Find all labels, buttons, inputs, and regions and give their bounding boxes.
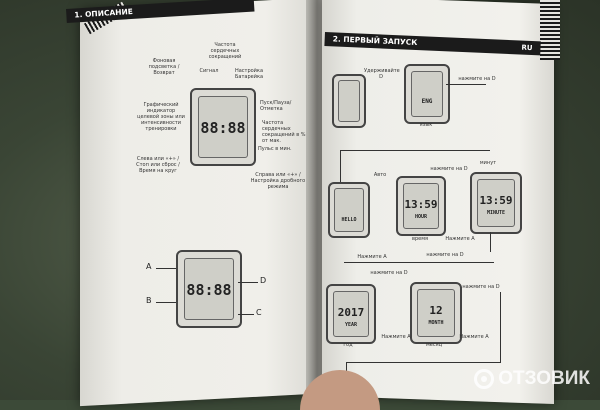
screen-subtext: HOUR — [414, 214, 428, 220]
screen-digits: 12 — [429, 304, 443, 317]
label-press-d-4: нажмите на D — [370, 270, 408, 276]
label-signal: Сигнал — [199, 68, 219, 74]
watch-screen: 13:59 HOUR — [403, 183, 439, 229]
label-press-d-5: нажмите на D — [462, 284, 500, 290]
watch-diagram-buttons: 88:88 — [176, 250, 242, 328]
flow-line — [344, 262, 494, 263]
label-press-a-2: Нажмите A — [357, 254, 387, 260]
label-left-button: Слева или «+» / Стоп или сброс / Время н… — [136, 156, 180, 174]
screen-month: 12 MONTH — [410, 282, 462, 344]
flow-line — [340, 150, 490, 151]
screen-subtext: MONTH — [428, 320, 444, 326]
page-edge-stripes-right — [540, 0, 560, 60]
flow-line — [446, 84, 486, 85]
language-tag: RU — [521, 43, 533, 53]
watch-screen: 12 MONTH — [417, 289, 455, 337]
label-language: язык — [419, 122, 433, 128]
screen-hello: HELLO — [328, 182, 370, 238]
left-header-text: 1. ОПИСАНИЕ — [74, 6, 134, 20]
arrow-d — [238, 282, 258, 283]
screen-digits: 2017 — [337, 306, 365, 319]
screen-text: HELLO — [341, 217, 357, 223]
arrow-a — [156, 268, 176, 269]
screen-year: 2017 YEAR — [326, 284, 376, 344]
label-hold-d: Удерживайте D — [364, 68, 400, 80]
flow-line — [340, 150, 341, 182]
right-header-text: 2. ПЕРВЫЙ ЗАПУСК — [332, 34, 418, 48]
arrow-c — [238, 314, 254, 315]
button-c-label: C — [256, 308, 262, 317]
screen-subtext: MINUTE — [486, 210, 506, 216]
arrow-b — [156, 302, 176, 303]
label-press-d-3: нажмите на D — [426, 252, 464, 258]
label-hr-percent: Частота сердечных сокращений в % от мак. — [262, 120, 306, 144]
screen-digits: 13:59 — [479, 194, 513, 207]
watch-screen: 13:59 MINUTE — [477, 179, 515, 227]
label-year: год — [343, 342, 353, 348]
left-page — [80, 0, 312, 407]
label-time: время — [412, 236, 428, 242]
label-battery: Настройка Батарейка — [234, 68, 264, 80]
watermark-text: ОТЗОВИК — [498, 368, 590, 389]
watch-digits: 88:88 — [186, 281, 232, 299]
label-press-a-1: Нажмите A — [445, 236, 475, 242]
flow-line — [346, 362, 501, 363]
flow-line — [490, 232, 491, 252]
watermark: ОТЗОВИК — [474, 368, 590, 390]
otzovik-logo-icon — [474, 369, 495, 389]
screen-subtext: YEAR — [344, 322, 358, 328]
button-d-label: D — [260, 276, 267, 285]
watch-screen — [338, 80, 360, 122]
label-month: месяц — [425, 342, 442, 348]
label-press-a-3: Нажмите A — [381, 334, 411, 340]
flow-line — [500, 292, 501, 362]
screen-language: ENG — [404, 64, 450, 124]
screen-minute: 13:59 MINUTE — [470, 172, 522, 234]
label-auto: Авто — [373, 172, 387, 178]
button-b-label: B — [146, 296, 152, 305]
label-right-button: Справа или «+» / Настройка дробного режи… — [250, 172, 306, 190]
watch-screen: HELLO — [334, 188, 364, 232]
label-minute: минут — [479, 160, 497, 166]
screen-digits: 13:59 — [404, 198, 438, 211]
label-pause: Пуск/Пауза/Отметка — [260, 100, 292, 112]
open-manual — [70, 0, 570, 407]
screen-hour: 13:59 HOUR — [396, 176, 446, 236]
label-press-a-4: Нажмите A — [459, 334, 489, 340]
button-a-label: A — [146, 262, 152, 271]
screen-hold — [332, 74, 366, 128]
watch-digits: 88:88 — [200, 119, 246, 137]
watch-screen: 88:88 — [198, 96, 248, 158]
label-pulse: Пульс в мин. — [258, 146, 292, 152]
watch-screen: ENG — [411, 71, 443, 117]
watch-screen: 88:88 — [184, 258, 234, 320]
watch-diagram-top: 88:88 — [190, 88, 256, 166]
label-backlight: Фоновая подсветка / Возврат — [148, 58, 180, 76]
label-press-d-2: нажмите на D — [430, 166, 468, 172]
label-graph: Графический индикатор целевой зоны или и… — [137, 102, 185, 132]
label-press-d-1: нажмите на D — [458, 76, 496, 82]
label-heart-rate: Частота сердечных сокращений — [208, 42, 242, 60]
watch-screen: 2017 YEAR — [333, 291, 369, 337]
screen-text: ENG — [421, 98, 433, 105]
